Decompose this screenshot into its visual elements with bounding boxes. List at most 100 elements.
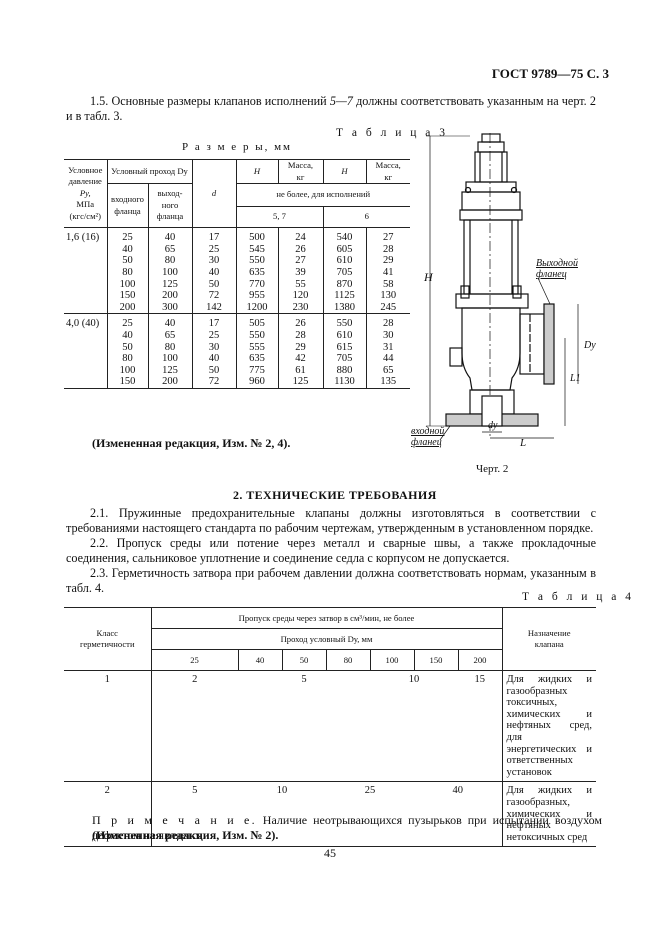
table-cell: 65 <box>383 364 394 376</box>
table-cell: 50 <box>192 364 237 377</box>
table-cell: 705 <box>323 353 367 365</box>
table-cell: 24 <box>278 227 324 244</box>
table-cell: 65 <box>148 243 193 256</box>
table-cell: 125 <box>148 278 193 291</box>
table-4-caption: Т а б л и ц а 4 <box>522 591 635 603</box>
table-cell: 25 <box>107 313 149 330</box>
leak-cell: 40 <box>414 781 503 848</box>
table-cell: 870 <box>323 278 367 291</box>
table-cell: 125 <box>148 364 193 377</box>
table-cell: 150 <box>107 290 149 302</box>
table-cell: 550 <box>236 329 279 342</box>
table-cell: 25 <box>107 227 149 244</box>
class-cell: 2 <box>64 781 152 848</box>
table-cell: 40 <box>192 353 237 365</box>
table-cell: 25 <box>192 329 237 342</box>
table-cell: 80 <box>107 353 149 365</box>
table-cell: 1125 <box>323 290 367 302</box>
table-cell: 125 <box>278 376 324 389</box>
drawing-caption: Черт. 2 <box>476 463 509 475</box>
note: П р и м е ч а н и е. Наличие неотрывающи… <box>92 813 602 842</box>
table-cell: 100 <box>107 278 149 291</box>
table-cell: 44 <box>383 353 394 365</box>
table-cell: 40 <box>148 227 193 244</box>
table-cell: 200 <box>148 376 193 389</box>
table-cell: 29 <box>278 341 324 354</box>
table-cell: 100 <box>107 364 149 377</box>
class-cell: 1 <box>64 670 152 783</box>
dim-l-label: L <box>520 437 527 449</box>
th4-size: 200 <box>458 649 503 671</box>
dim-dy-label: Dy <box>584 340 596 351</box>
table-cell: 30 <box>192 255 237 267</box>
table-cell: 29 <box>383 255 394 267</box>
table-cell: 28 <box>383 243 394 255</box>
table-cell: 65 <box>148 329 193 342</box>
table-cell: 1130 <box>323 376 367 389</box>
table-cell: 550 <box>323 313 367 330</box>
th4-leak: Пропуск среды через затвор в см³/мин, не… <box>151 607 503 629</box>
table-cell: 635 <box>236 266 279 279</box>
table-3: Условное давление Pу, МПа (кгс/см²) Усло… <box>64 158 410 389</box>
th-mass1: Масса,кг <box>278 158 324 185</box>
table-cell: 61 <box>278 364 324 377</box>
table-cell: 955 <box>236 290 279 302</box>
table-cell: 300 <box>148 301 193 315</box>
table-cell: 505 <box>236 313 279 330</box>
table-cell: 550 <box>236 255 279 267</box>
table-cell: 80 <box>148 255 193 267</box>
leak-cell: 10 <box>238 781 326 848</box>
th-h1: H <box>236 158 279 185</box>
table-cell: 41 <box>383 266 394 278</box>
purpose-cell: Для жидких и газообразных, химических и … <box>502 781 596 848</box>
table-cell: 545 <box>236 243 279 256</box>
th-nomore: не более, для исполнений <box>236 183 410 208</box>
table-cell: 1380 <box>323 301 367 315</box>
table-cell: 27 <box>278 255 324 267</box>
table-cell: 39 <box>278 266 324 279</box>
table-cell: 1200 <box>236 301 279 315</box>
table-3-subcaption: Р а з м е р ы, мм <box>182 141 293 153</box>
table-cell: 17 <box>192 313 237 330</box>
th4-size: 80 <box>326 649 371 671</box>
table-cell: 142 <box>192 301 237 315</box>
table-cell: 610 <box>323 255 367 267</box>
dim-l1-label: L1 <box>570 373 581 384</box>
table-cell: 200 <box>148 290 193 302</box>
paragraph-2-2: 2.2. Пропуск среды или потение через мет… <box>66 536 596 565</box>
th-passage: Условный проход Dу <box>107 158 193 185</box>
table-cell: 150 <box>107 376 149 389</box>
dim-small-dy-label: dy <box>488 420 498 431</box>
table-cell: 200 <box>107 301 149 315</box>
th4-size: 150 <box>414 649 459 671</box>
valve-drawing <box>426 133 579 441</box>
table-cell: 26 <box>278 313 324 330</box>
table-cell: 500 <box>236 227 279 244</box>
table-cell: 58 <box>383 278 394 290</box>
table-cell: 80 <box>107 266 149 279</box>
table-cell: 80 <box>148 341 193 354</box>
table-cell: 28 <box>383 318 394 330</box>
table-3-amended: (Измененная редакция, Изм. № 2, 4). <box>92 436 291 450</box>
section-2-title: 2. ТЕХНИЧЕСКИЕ ТРЕБОВАНИЯ <box>233 488 437 502</box>
th-exec-5-7: 5, 7 <box>236 206 324 229</box>
table-cell: 26 <box>278 243 324 256</box>
th4-size: 25 <box>151 649 239 671</box>
table-cell: 120 <box>278 290 324 302</box>
th-exec-6: 6 <box>323 206 410 229</box>
table-cell: 880 <box>323 364 367 377</box>
note-amended: (Измененная редакция, Изм. № 2). <box>92 828 279 842</box>
table-cell: 540 <box>323 227 367 244</box>
